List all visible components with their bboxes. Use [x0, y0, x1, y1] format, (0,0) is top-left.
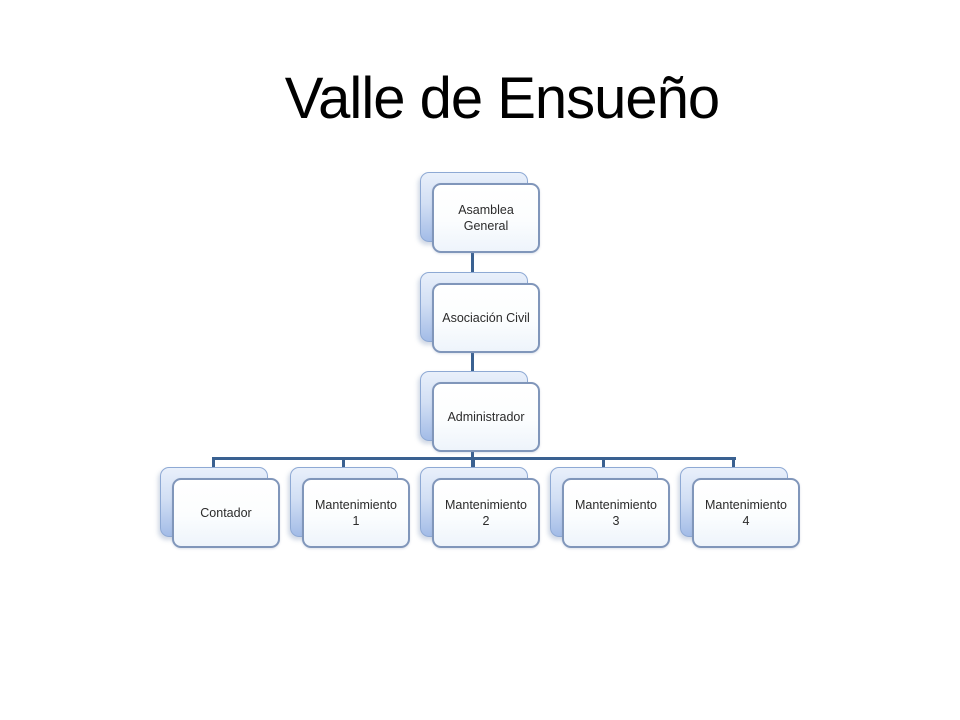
org-node-asociacion-civil[interactable]: Asociación Civil — [420, 272, 540, 353]
node-label: Administrador — [447, 409, 525, 424]
org-node-mantenimiento-2[interactable]: Mantenimiento 2 — [420, 467, 540, 548]
node-label: Mantenimiento 2 — [445, 497, 527, 528]
node-label: Mantenimiento 4 — [705, 497, 787, 528]
slide-title: Valle de Ensueño — [284, 66, 720, 131]
org-node-contador[interactable]: Contador — [160, 467, 280, 548]
org-node-administrador[interactable]: Administrador — [420, 371, 540, 452]
connector-drop-contador — [212, 457, 215, 468]
node-box: Mantenimiento 3 — [562, 478, 670, 548]
node-box: Mantenimiento 2 — [432, 478, 540, 548]
node-box: Contador — [172, 478, 280, 548]
org-node-mantenimiento-4[interactable]: Mantenimiento 4 — [680, 467, 800, 548]
connector-drop-mantenimiento-3 — [602, 457, 605, 468]
node-box: Asociación Civil — [432, 283, 540, 353]
connector-level2-level3 — [471, 352, 474, 372]
node-label: Asociación Civil — [442, 310, 530, 325]
connector-drop-mantenimiento-2 — [472, 457, 475, 468]
connector-drop-mantenimiento-1 — [342, 457, 345, 468]
node-box: Mantenimiento 4 — [692, 478, 800, 548]
org-node-mantenimiento-1[interactable]: Mantenimiento 1 — [290, 467, 410, 548]
node-label: Contador — [200, 505, 252, 520]
node-label: Mantenimiento 1 — [315, 497, 397, 528]
org-node-asamblea-general[interactable]: Asamblea General — [420, 172, 540, 253]
node-box: Mantenimiento 1 — [302, 478, 410, 548]
node-label: Mantenimiento 3 — [575, 497, 657, 528]
node-box: Asamblea General — [432, 183, 540, 253]
org-node-mantenimiento-3[interactable]: Mantenimiento 3 — [550, 467, 670, 548]
connector-drop-mantenimiento-4 — [732, 457, 735, 468]
node-label: Asamblea General — [458, 202, 514, 233]
node-box: Administrador — [432, 382, 540, 452]
connector-level1-level2 — [471, 252, 474, 273]
